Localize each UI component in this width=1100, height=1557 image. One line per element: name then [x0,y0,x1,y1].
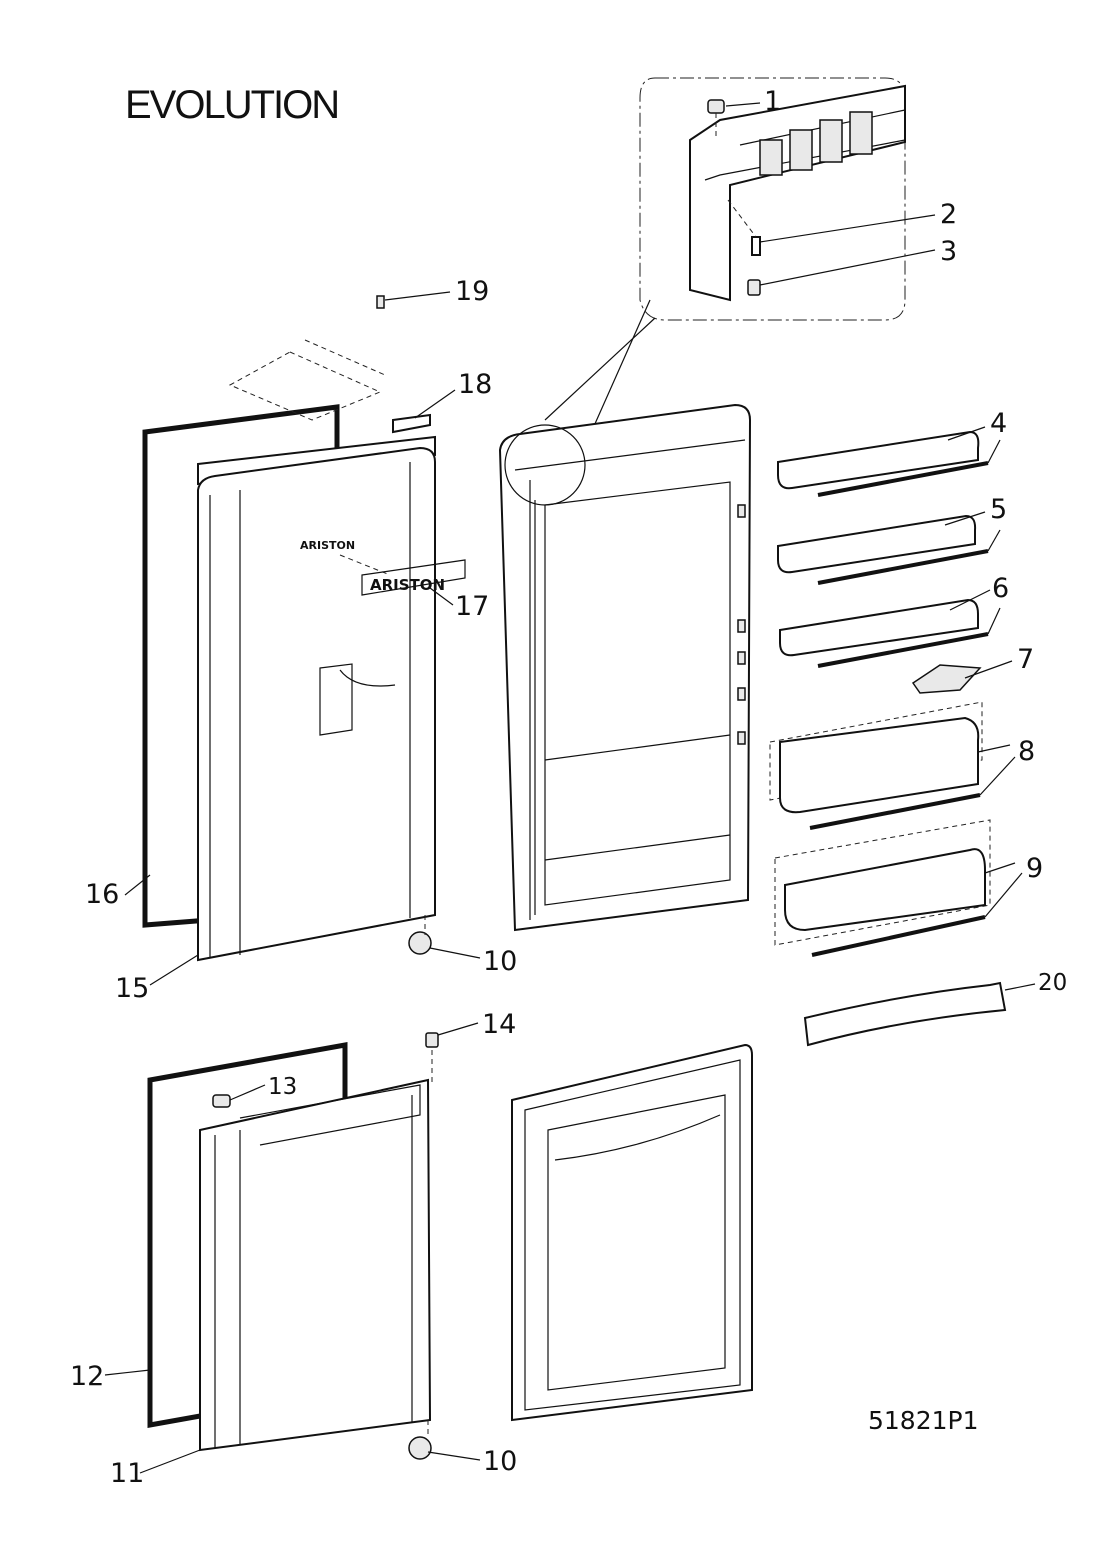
callout-2: 2 [940,199,957,230]
bottle-shelf-8 [769,701,983,830]
shelf-4 [777,430,989,497]
hinge-pin [727,199,761,256]
lower-bush-13 [212,1094,231,1108]
door-brand-logo: ARISTON [300,539,355,552]
drawing-code: 51821P1 [868,1406,979,1435]
lower-door-panel [199,1078,432,1452]
brand-badge: ARISTON [370,576,445,594]
callout-8: 8 [1018,736,1035,767]
callout-20: 20 [1038,970,1067,996]
trim-strip-part [392,413,431,434]
clip-part [376,295,385,309]
callout-17: 17 [455,591,489,622]
callout-16: 16 [85,879,119,910]
hinge-bush-lower [408,1420,432,1460]
diagram-title: EVOLUTION [125,83,338,127]
callout-3: 3 [940,236,957,267]
upper-door-panel: ARISTON ARISTON [197,446,466,962]
callout-18: 18 [458,369,492,400]
callout-13: 13 [268,1074,297,1100]
shelf-6 [779,598,989,668]
hinge-bush-upper [408,915,432,955]
callout-19: 19 [455,276,489,307]
callout-12: 12 [70,1361,104,1392]
hinge-cap [707,99,725,140]
callout-6: 6 [992,573,1009,604]
bottle-retainer [803,981,1007,1047]
callout-11: 11 [110,1458,144,1489]
egg-tray [911,664,982,694]
upper-inner-liner [498,403,752,932]
shelf-5 [777,514,989,585]
leader-lines [104,102,1036,1474]
callout-labels: 1 2 3 4 5 6 7 8 9 10 11 12 13 14 15 16 1… [70,86,1067,1489]
callout-5: 5 [990,494,1007,525]
door-frame-corner-detail [689,84,906,302]
callout-9: 9 [1026,853,1043,884]
callout-10-upper: 10 [483,946,517,977]
lower-bush-14 [425,1032,439,1085]
hinge-detail-inset [544,77,906,481]
callout-4: 4 [990,408,1007,439]
callout-1: 1 [764,86,781,117]
callout-15: 15 [115,973,149,1004]
callout-14: 14 [482,1009,516,1040]
lower-inner-liner [511,1043,753,1422]
callout-7: 7 [1017,644,1034,675]
hinge-bushing [747,279,761,296]
bottle-shelf-9 [774,819,991,957]
callout-10-lower: 10 [483,1446,517,1477]
